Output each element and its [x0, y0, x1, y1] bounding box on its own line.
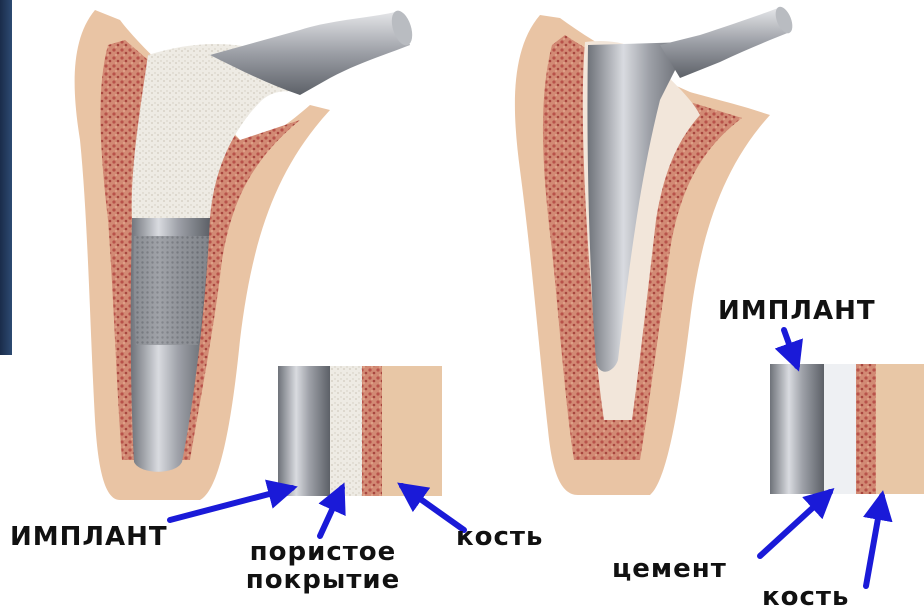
right-cross-section	[770, 364, 924, 494]
side-panel	[0, 0, 12, 355]
arrow-cement	[760, 492, 830, 556]
right-femur	[515, 4, 796, 495]
arrow-bone-right	[866, 496, 882, 586]
label-cement: цемент	[612, 556, 727, 582]
label-bone-left: кость	[456, 524, 543, 550]
left-cross-section	[278, 366, 442, 496]
left-stem-mesh	[134, 236, 209, 345]
label-implant-right: ИМПЛАНТ	[718, 298, 876, 324]
arrow-implant-right	[784, 330, 797, 366]
label-porous-coating-line2: покрытие	[228, 566, 418, 594]
label-implant-left: ИМПЛАНТ	[10, 524, 168, 550]
label-bone-right: кость	[762, 584, 849, 610]
label-porous-coating-line1: пористое	[228, 538, 418, 566]
label-porous-coating: пористое покрытие	[228, 538, 418, 594]
right-neck	[660, 8, 790, 78]
